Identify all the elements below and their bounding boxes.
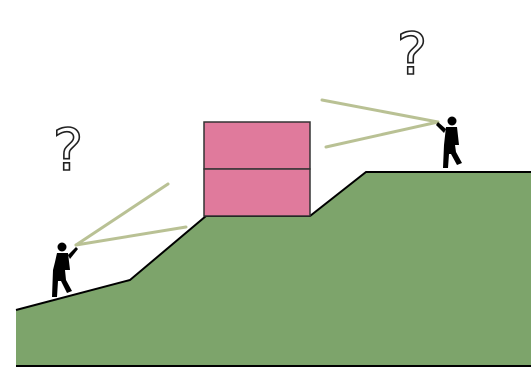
walking-person-icon <box>436 117 462 169</box>
right-sightline-lower <box>326 122 438 147</box>
left-sightline-lower <box>76 227 186 245</box>
block-lower <box>204 169 310 216</box>
walking-person-icon <box>52 243 78 298</box>
left-sightlines <box>76 184 186 245</box>
block-upper <box>204 122 310 169</box>
left-sightline-upper <box>76 184 168 245</box>
right-sightlines <box>322 100 438 147</box>
question-mark-icon: ? <box>53 116 84 184</box>
pink-block <box>204 122 310 216</box>
right-sightline-upper <box>322 100 438 122</box>
question-mark-icon: ? <box>397 20 428 88</box>
